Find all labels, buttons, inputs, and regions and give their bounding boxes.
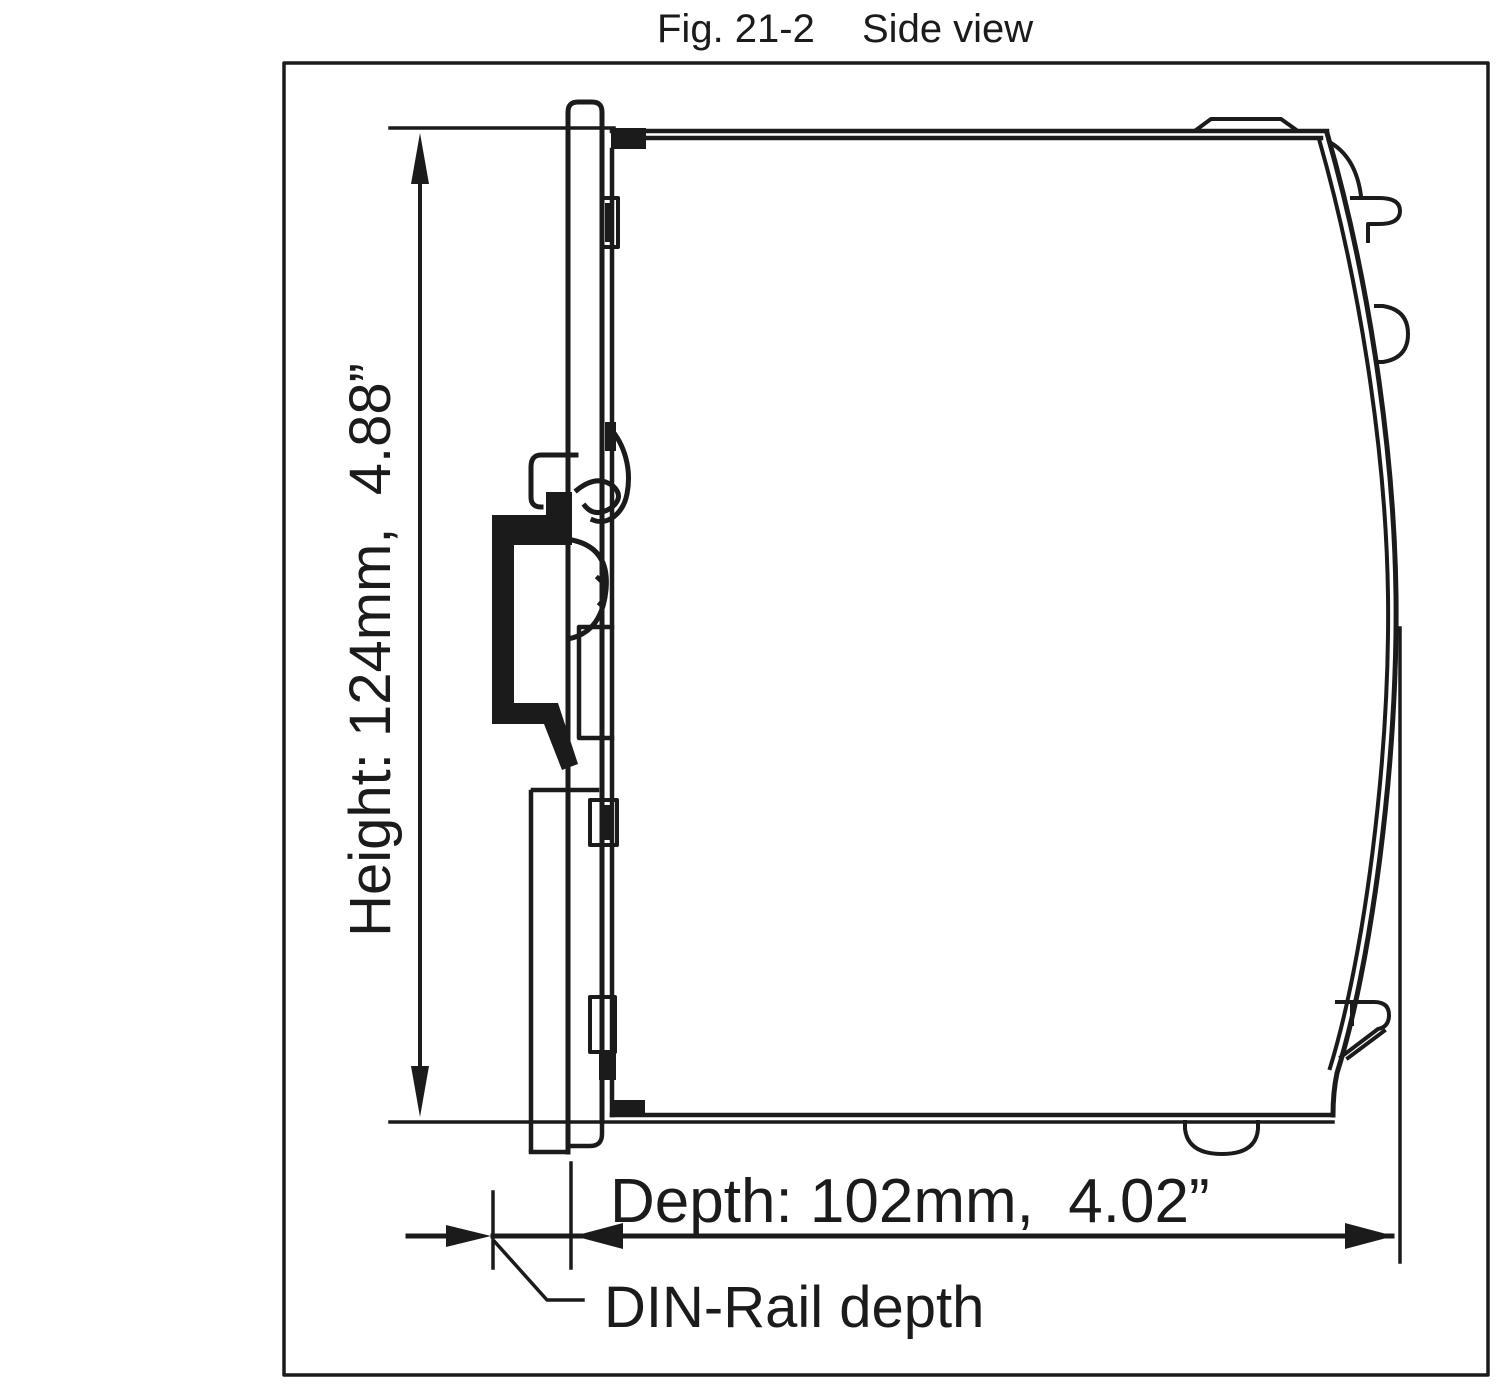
- height-arrow-up-icon: [411, 133, 429, 184]
- spring-clip-arm: [589, 424, 631, 524]
- depth-dimension-label: Depth: 102mm, 4.02”: [610, 1167, 1210, 1236]
- height-dimension: Height: 124mm, 4.88”: [338, 126, 616, 1117]
- front-tab-lower-detail: [1345, 1000, 1387, 1061]
- figure-border: [282, 61, 1490, 1377]
- rear-slot-middle-bar: [602, 805, 612, 840]
- din-rail-depth-dimension: DIN-Rail depth: [405, 1161, 984, 1340]
- rear-slot-top-bar: [605, 203, 611, 242]
- device-drawing: [388, 99, 1410, 1156]
- height-arrow-down-icon: [411, 1066, 429, 1117]
- front-knob: [1374, 304, 1410, 364]
- rear-flange-bottom-corner: [567, 1117, 605, 1149]
- bottom-foot: [1183, 1120, 1260, 1156]
- rear-slot-middle: [588, 798, 619, 847]
- front-tab-upper: [1350, 196, 1402, 243]
- spring-clip-curl: [573, 478, 621, 515]
- rear-flange-plate: [565, 99, 605, 1155]
- front-corner-arc: [1328, 140, 1364, 199]
- top-edge-bump: [1193, 117, 1298, 133]
- lower-flange-slide: [528, 787, 600, 1153]
- body-top-edge: [609, 128, 1330, 141]
- figure-number: Fig. 21-2: [657, 7, 815, 51]
- rail-top-hook: [528, 452, 579, 510]
- din-arrow-right-icon: [446, 1225, 491, 1247]
- din-rail-depth-label: DIN-Rail depth: [604, 1275, 984, 1340]
- din-leader-line: [492, 1239, 585, 1302]
- front-tab-lower: [1335, 1000, 1391, 1060]
- depth-arrow-right-icon: [1345, 1223, 1394, 1249]
- depth-dimension: Depth: 102mm, 4.02”: [571, 626, 1402, 1264]
- spring-clip-inner-hook: [594, 574, 608, 608]
- din-rail-profile: [492, 492, 578, 770]
- body-bottom-rear-corner: [611, 1100, 645, 1117]
- front-curve-inner: [1316, 136, 1391, 1071]
- figure-title: Side view: [862, 7, 1033, 51]
- front-curve-outer: [1323, 129, 1399, 1118]
- clip-guide-block: [576, 624, 615, 741]
- height-dimension-label: Height: 124mm, 4.88”: [338, 363, 403, 937]
- depth-arrow-left-icon: [574, 1223, 623, 1249]
